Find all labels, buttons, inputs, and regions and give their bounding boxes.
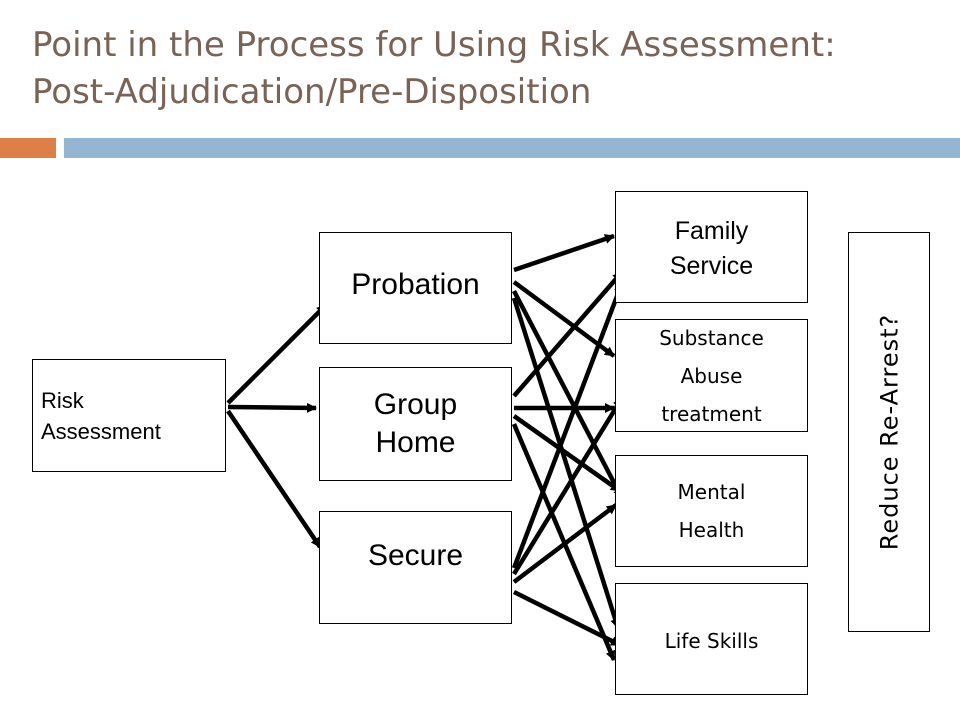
secure-label: Secure [367, 539, 464, 572]
life-skills-label: Life Skills [664, 629, 759, 653]
arrow-group-to-fam [512, 270, 624, 398]
risk-assessment-box: Risk Assessment [32, 359, 226, 472]
arrow-prob-to-fam [513, 233, 615, 273]
substance-abuse-label-2: Abuse [680, 363, 743, 388]
substance-abuse-label-1: Substance [659, 325, 764, 350]
probation-box: Probation [319, 232, 512, 344]
title-rule-orange [0, 138, 56, 158]
slide-title-line-2: Post-Adjudication/Pre-Disposition [32, 72, 592, 112]
reduce-re-arrest-label: Reduce Re-Arrest? [875, 313, 904, 551]
slide-title-line-1: Point in the Process for Using Risk Asse… [32, 25, 836, 65]
risk-assessment-label-2: Assessment [41, 418, 161, 444]
life-skills-box: Life Skills [615, 583, 808, 695]
mental-health-box: Mental Health [615, 455, 808, 567]
arrow-secure-to-mental [512, 503, 618, 584]
arrow-start-to-prob [226, 303, 328, 405]
group-home-label-1: Group [373, 388, 458, 421]
slide-title: Point in the Process for Using Risk Asse… [32, 22, 932, 116]
group-home-label-2: Home [375, 426, 456, 459]
arrow-group-to-mental [512, 414, 622, 493]
arrow-secure-to-subs [512, 396, 624, 576]
family-service-label-2: Service [669, 252, 754, 280]
arrow-secure-to-life [512, 589, 622, 648]
arrow-start-to-secure [226, 409, 322, 549]
family-service-box: Family Service [615, 191, 808, 303]
arrow-secure-to-fam [511, 282, 625, 569]
arrow-start-to-group [227, 402, 317, 413]
reduce-re-arrest-box: Reduce Re-Arrest? [848, 232, 930, 632]
arrow-prob-to-life [511, 297, 621, 629]
mental-health-label-1: Mental [677, 480, 746, 504]
substance-abuse-label-3: treatment [661, 401, 762, 426]
title-rule-blue [64, 138, 960, 158]
group-home-box: Group Home [319, 367, 512, 481]
substance-abuse-box: Substance Abuse treatment [615, 319, 808, 432]
arrow-prob-to-mental [512, 289, 624, 500]
risk-assessment-label-1: Risk [41, 387, 84, 413]
secure-box: Secure [319, 511, 512, 624]
probation-label: Probation [351, 268, 480, 301]
mental-health-label-2: Health [678, 518, 745, 542]
family-service-label-1: Family [674, 217, 749, 245]
